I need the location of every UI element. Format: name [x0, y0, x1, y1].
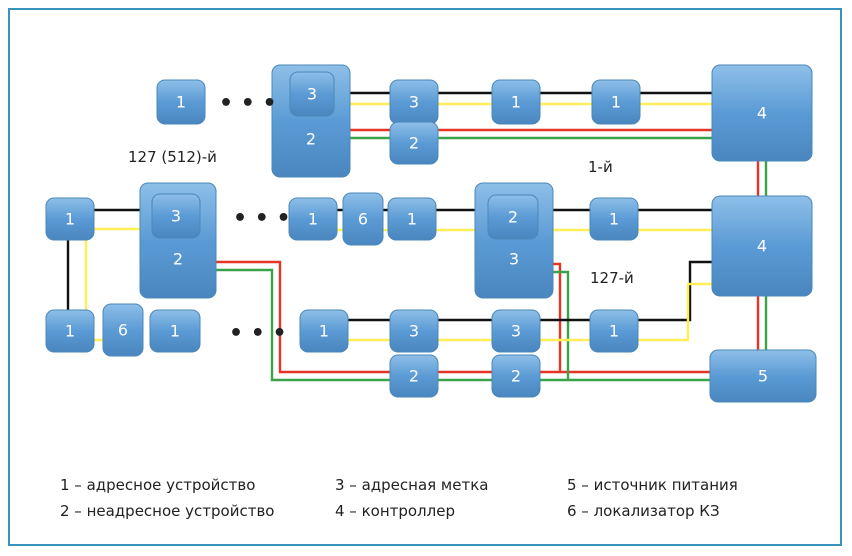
wire-mid-green	[548, 270, 570, 380]
node-label: 3	[511, 322, 521, 341]
node-box	[342, 192, 384, 246]
node-label: 3	[409, 93, 419, 112]
node-label: 1	[65, 210, 75, 229]
node-label: 1	[511, 93, 521, 112]
node-box	[45, 197, 95, 241]
node-label: 3	[171, 207, 181, 226]
node-label: 2	[173, 249, 183, 268]
node-n-top-1a: 1	[491, 79, 541, 125]
node-label: 1	[407, 210, 417, 229]
node-label: 2	[306, 129, 316, 148]
node-label: 3	[509, 249, 519, 268]
node-n-top-1: 1	[156, 79, 206, 125]
node-label: 3	[307, 85, 317, 104]
label-127-512: 127 (512)-й	[128, 148, 217, 166]
node-box	[387, 197, 437, 241]
ellipsis-bot: • • •	[229, 321, 287, 346]
node-n-ctrl-mid: 4	[711, 195, 813, 297]
legend-item-5: 5 – источник питания	[567, 476, 738, 494]
node-box	[591, 79, 641, 125]
label-1st: 1-й	[588, 158, 613, 176]
node-n-psu: 5	[709, 349, 817, 403]
node-box	[491, 79, 541, 125]
node-label: 1	[609, 210, 619, 229]
node-label: 1	[319, 322, 329, 341]
legend-item-1: 1 – адресное устройство	[60, 476, 255, 494]
node-label: 6	[118, 321, 128, 340]
node-box	[289, 71, 335, 117]
node-n-top-big-inner: 3	[289, 71, 335, 117]
node-box	[45, 309, 95, 353]
legend-item-3: 3 – адресная метка	[335, 476, 488, 494]
node-box	[709, 349, 817, 403]
ellipsis-mid: • • •	[233, 206, 291, 231]
node-n-mid-big2-inner: 2	[487, 194, 539, 240]
node-label: 5	[758, 367, 768, 386]
node-box	[288, 197, 338, 241]
ellipsis-top: • • •	[219, 91, 277, 116]
node-label: 2	[409, 134, 419, 153]
node-box	[102, 303, 144, 357]
node-n-bot-3a: 3	[389, 309, 439, 353]
node-label: 2	[511, 367, 521, 386]
node-box	[389, 354, 439, 398]
node-n-top-1b: 1	[591, 79, 641, 125]
wire-left-green	[212, 268, 715, 382]
legend-item-4: 4 – контроллер	[335, 502, 455, 520]
node-label: 1	[611, 93, 621, 112]
node-n-bot-2a: 2	[389, 354, 439, 398]
node-n-bot-1a: 1	[299, 309, 349, 353]
node-label: 1	[176, 93, 186, 112]
node-label: 1	[609, 322, 619, 341]
node-box	[491, 354, 541, 398]
node-label: 2	[508, 208, 518, 227]
node-box	[711, 64, 813, 162]
node-n-top-2: 2	[389, 121, 439, 165]
node-label: 4	[757, 104, 767, 123]
node-n-mid-left-1: 1	[45, 197, 95, 241]
legend: 1 – адресное устройство 2 – неадресное у…	[60, 476, 738, 520]
node-box	[151, 193, 201, 239]
node-box	[589, 197, 639, 241]
node-box	[389, 121, 439, 165]
node-n-top-3: 3	[389, 79, 439, 125]
node-n-mid-1c: 1	[589, 197, 639, 241]
node-n-bot-1: 1	[149, 309, 201, 353]
node-box	[156, 79, 206, 125]
node-box	[491, 309, 541, 353]
wire-left-red	[212, 260, 715, 374]
node-label: 3	[409, 322, 419, 341]
node-n-bot-1b: 1	[589, 309, 639, 353]
node-n-mid-big-inner: 3	[151, 193, 201, 239]
node-n-ctrl-top: 4	[711, 64, 813, 162]
node-n-mid-6: 6	[342, 192, 384, 246]
node-label: 4	[757, 237, 767, 256]
node-label: 2	[409, 367, 419, 386]
node-n-mid-1b: 1	[387, 197, 437, 241]
node-label: 6	[358, 210, 368, 229]
node-box	[389, 309, 439, 353]
node-box	[487, 194, 539, 240]
node-box	[589, 309, 639, 353]
node-n-bot-2b: 2	[491, 354, 541, 398]
node-label: 1	[65, 322, 75, 341]
node-box	[299, 309, 349, 353]
node-box	[711, 195, 813, 297]
node-n-mid-1a: 1	[288, 197, 338, 241]
node-label: 1	[308, 210, 318, 229]
legend-item-2: 2 – неадресное устройство	[60, 502, 274, 520]
legend-item-6: 6 – локализатор КЗ	[567, 502, 720, 520]
node-box	[149, 309, 201, 353]
node-n-bot-3b: 3	[491, 309, 541, 353]
node-n-bot-left-1: 1	[45, 309, 95, 353]
node-label: 1	[170, 322, 180, 341]
label-127th: 127-й	[590, 269, 634, 287]
node-n-bot-6: 6	[102, 303, 144, 357]
